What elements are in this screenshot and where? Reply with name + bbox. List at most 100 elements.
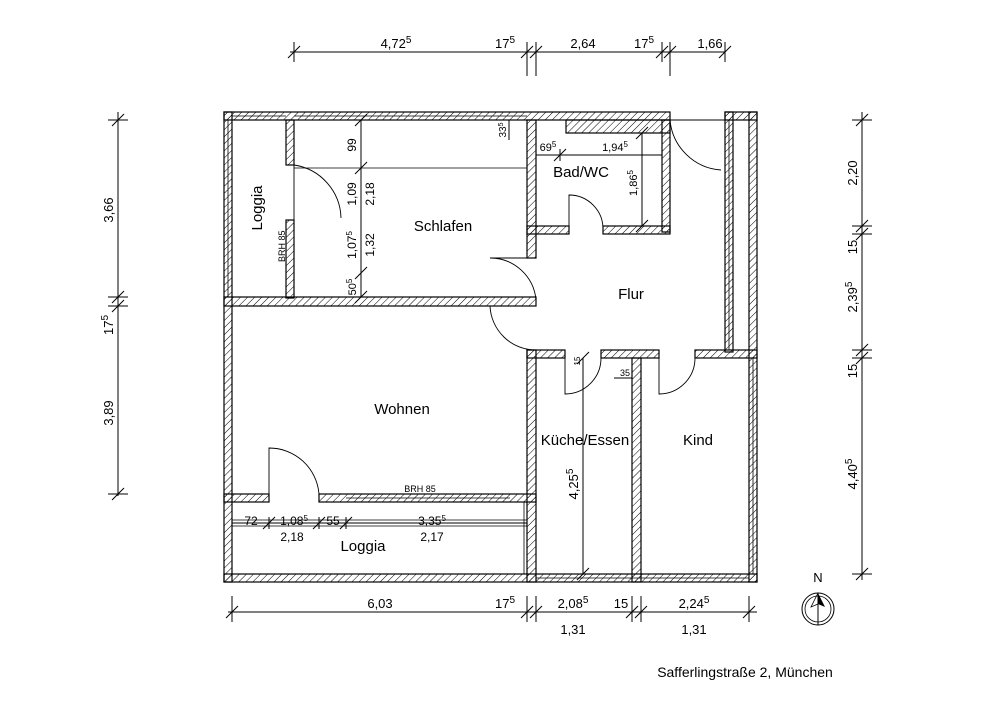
- wall-flur-bottom-left: [526, 349, 566, 359]
- dim-schlafen-e: 1,32: [363, 233, 377, 257]
- wall-flur-bottom-mid: [600, 349, 660, 359]
- room-schlafen: Schlafen: [414, 218, 472, 235]
- svg-text:1,075: 1,075: [345, 231, 359, 259]
- wall-bad-right: [661, 119, 671, 233]
- dim-bad-b: 1,94: [602, 142, 623, 154]
- dim-bad-a: 69: [540, 142, 552, 154]
- room-flur: Flur: [618, 286, 644, 303]
- dimension-bad: 695 1,945 1,865: [536, 126, 662, 233]
- dim-bottom-5b: 1,31: [681, 622, 706, 637]
- room-loggia-bottom: Loggia: [340, 538, 386, 555]
- dim-left-2: 17: [101, 321, 116, 335]
- svg-text:695: 695: [540, 140, 557, 154]
- dim-loggia-c: 55: [326, 514, 340, 528]
- north-arrow-icon: [818, 593, 825, 607]
- dim-top-5: 1,66: [697, 36, 722, 51]
- dim-schlafen-d: 1,07: [345, 235, 359, 259]
- wall-bottom: [223, 573, 758, 583]
- room-wohnen: Wohnen: [374, 401, 430, 418]
- wall-flur-bottom-right: [694, 349, 758, 359]
- room-kind: Kind: [683, 432, 713, 449]
- doors: [268, 119, 725, 502]
- walls: [223, 111, 758, 583]
- wall-bad-bottom-left: [526, 225, 570, 235]
- dimension-schlafen: 99 1,09 2,18 1,075 1,32 505 335: [345, 113, 510, 304]
- dim-top-4: 17: [634, 36, 648, 51]
- brh-label-top: BRH 85: [277, 230, 287, 262]
- compass-label: N: [813, 570, 822, 585]
- wall-kueche-kind: [631, 357, 642, 583]
- dimension-top: 4,725 175 2,64 175 1,66: [287, 35, 732, 76]
- dimension-bottom: 6,03 175 2,085 1,31 15 2,245 1,31: [225, 595, 757, 637]
- dim-bad-c: 1,86: [628, 175, 640, 196]
- compass: N: [801, 570, 835, 626]
- dim-bottom-1: 6,03: [367, 596, 392, 611]
- wall-bad-top-inner: [565, 119, 671, 134]
- wall-wohnen-loggia-left: [223, 493, 270, 503]
- room-loggia-top: Loggia: [249, 185, 266, 231]
- dim-bottom-5: 2,24: [679, 596, 704, 611]
- svg-text:1,085: 1,085: [280, 514, 308, 528]
- address-caption: Safferlingstraße 2, München: [657, 664, 833, 680]
- dim-bottom-3: 2,08: [558, 596, 583, 611]
- svg-text:175: 175: [634, 35, 654, 51]
- dim-kueche-b: 15: [573, 356, 582, 365]
- dimension-kueche: 4,255 15 35: [565, 351, 632, 581]
- dim-loggia-b: 1,08: [280, 514, 304, 528]
- svg-text:3,355: 3,355: [418, 514, 446, 528]
- wall-loggia-top-right: [285, 119, 295, 166]
- dim-bottom-4: 15: [614, 596, 628, 611]
- svg-text:175: 175: [100, 315, 116, 335]
- svg-text:4,405: 4,405: [844, 458, 860, 489]
- svg-text:2,245: 2,245: [679, 595, 710, 611]
- dim-top-2: 17: [495, 36, 509, 51]
- dim-right-3: 2,39: [845, 287, 860, 312]
- room-kueche: Küche/Essen: [541, 432, 629, 449]
- dim-top-3: 2,64: [570, 36, 595, 51]
- wall-wohnen-flur: [526, 349, 537, 583]
- dim-top-1: 4,72: [381, 36, 406, 51]
- svg-text:2,085: 2,085: [558, 595, 589, 611]
- wall-schlafen-wohnen: [223, 296, 537, 307]
- dim-right-5: 4,40: [845, 464, 860, 489]
- room-bad: Bad/WC: [553, 164, 609, 181]
- dim-kueche-a: 4,25: [566, 474, 581, 499]
- svg-text:1,945: 1,945: [602, 140, 628, 154]
- dim-loggia-a: 72: [244, 514, 258, 528]
- dim-bottom-2: 17: [495, 596, 509, 611]
- brh-label-bottom: BRH 85: [404, 484, 436, 494]
- room-labels: Loggia Schlafen Bad/WC Flur Wohnen Küche…: [249, 164, 713, 555]
- dim-loggia-f: 2,17: [420, 530, 444, 544]
- dim-schlafen-g: 33: [498, 126, 509, 138]
- dim-schlafen-b: 1,09: [345, 182, 359, 206]
- window-lines: [227, 115, 754, 579]
- dim-left-1: 3,66: [101, 197, 116, 222]
- wall-schlafen-bad: [526, 119, 537, 259]
- svg-text:1,865: 1,865: [626, 170, 640, 196]
- svg-text:505: 505: [345, 278, 359, 295]
- svg-text:175: 175: [495, 35, 515, 51]
- dim-schlafen-a: 99: [345, 138, 359, 152]
- svg-text:175: 175: [495, 595, 515, 611]
- svg-text:4,255: 4,255: [565, 468, 581, 499]
- svg-text:4,725: 4,725: [381, 35, 412, 51]
- dimension-left: 3,66 175 3,89: [100, 112, 128, 501]
- svg-text:335: 335: [498, 122, 509, 137]
- dim-kueche-c: 35: [620, 368, 630, 378]
- dim-schlafen-f: 50: [347, 283, 359, 295]
- svg-text:2,395: 2,395: [844, 281, 860, 312]
- dimension-loggia: 72 1,085 55 3,355 2,18 2,17: [232, 514, 527, 544]
- dim-right-2: 15: [845, 240, 860, 254]
- wall-bad-bottom-right: [602, 225, 671, 235]
- dim-loggia-d: 3,35: [418, 514, 442, 528]
- dim-left-3: 3,89: [101, 400, 116, 425]
- dim-loggia-e: 2,18: [280, 530, 304, 544]
- dim-right-4: 15: [845, 364, 860, 378]
- dim-schlafen-c: 2,18: [363, 182, 377, 206]
- wall-loggia-top-right-lower: [285, 219, 295, 299]
- dim-right-1: 2,20: [845, 160, 860, 185]
- dim-bottom-3b: 1,31: [560, 622, 585, 637]
- dimension-right: 2,20 15 2,395 15 4,405: [844, 112, 872, 581]
